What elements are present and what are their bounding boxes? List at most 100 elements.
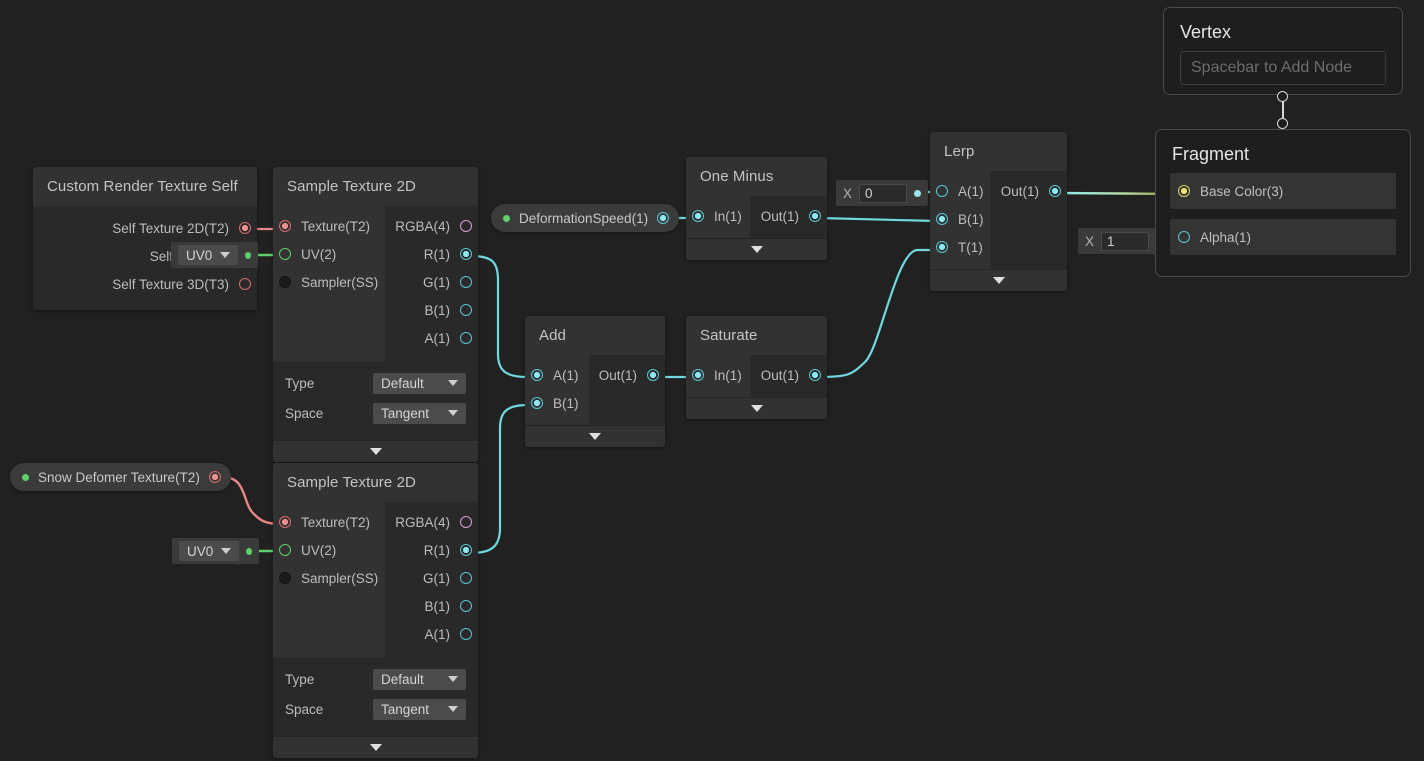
port-dot-icon[interactable] (279, 544, 291, 556)
port-dot-icon[interactable] (460, 248, 472, 260)
collapse-toggle[interactable] (930, 269, 1067, 291)
node-sample-texture-2d-bottom[interactable]: Sample Texture 2D Texture(T2) UV(2) Samp… (273, 463, 478, 758)
collapse-toggle[interactable] (686, 397, 827, 419)
output-port-r[interactable]: R(1) (385, 240, 478, 268)
output-port-g[interactable]: G(1) (385, 564, 478, 592)
port-dot-icon[interactable] (531, 397, 543, 409)
input-port-b[interactable]: B(1) (930, 205, 990, 233)
node-custom-render-texture-self[interactable]: Custom Render Texture Self Self Texture … (33, 167, 257, 310)
output-port-out[interactable]: Out(1) (750, 202, 827, 230)
output-port-out[interactable]: Out(1) (589, 361, 665, 389)
node-sample-texture-2d-top[interactable]: Sample Texture 2D Texture(T2) UV(2) Samp… (273, 167, 478, 462)
port-dot-icon[interactable] (460, 304, 472, 316)
port-dot-icon[interactable] (936, 185, 948, 197)
space-select[interactable]: Tangent (373, 402, 466, 424)
port-dot-icon[interactable] (809, 369, 821, 381)
output-port-r[interactable]: R(1) (385, 536, 478, 564)
output-port-rgba[interactable]: RGBA(4) (385, 212, 478, 240)
property-snow-deformer-texture[interactable]: Snow Defomer Texture(T2) (10, 463, 231, 491)
port-dot-icon[interactable] (460, 276, 472, 288)
value-input[interactable]: 1 (1101, 231, 1150, 251)
input-port-b[interactable]: B(1) (525, 389, 589, 417)
node-saturate[interactable]: Saturate In(1) Out(1) (686, 316, 827, 419)
input-port-texture[interactable]: Texture(T2) (273, 508, 385, 536)
output-port-out[interactable]: Out(1) (990, 177, 1067, 205)
value-box-lerp-a[interactable]: X 0 (836, 180, 929, 206)
port-dot-icon[interactable] (279, 276, 291, 288)
collapse-toggle[interactable] (686, 238, 827, 260)
input-port-uv[interactable]: UV(2) (273, 240, 385, 268)
fragment-slot-alpha[interactable]: Alpha(1) (1170, 219, 1396, 255)
port-dot-icon[interactable] (279, 516, 291, 528)
node-add[interactable]: Add A(1) B(1) Out(1) (525, 316, 665, 447)
value-box-alpha[interactable]: X 1 (1078, 228, 1171, 254)
output-port-g[interactable]: G(1) (385, 268, 478, 296)
port-dot-icon[interactable] (657, 212, 670, 224)
uv-output-dot-icon[interactable] (245, 251, 251, 259)
port-dot-icon[interactable] (279, 572, 291, 584)
port-dot-icon[interactable] (208, 471, 221, 483)
value-input[interactable]: 0 (859, 183, 908, 203)
value-output-dot-icon[interactable] (914, 189, 922, 197)
input-port-sampler[interactable]: Sampler(SS) (273, 268, 385, 296)
port-dot-icon[interactable] (692, 210, 704, 222)
collapse-toggle[interactable] (525, 425, 665, 447)
port-dot-icon[interactable] (460, 572, 472, 584)
input-port-uv[interactable]: UV(2) (273, 536, 385, 564)
uv-select-top[interactable]: UV0 (178, 245, 238, 265)
master-title: Fragment (1172, 144, 1250, 164)
collapse-toggle[interactable] (273, 440, 478, 462)
node-lerp[interactable]: Lerp A(1) B(1) T(1) Out(1) (930, 132, 1067, 291)
node-one-minus[interactable]: One Minus In(1) Out(1) (686, 157, 827, 260)
vertex-add-node-placeholder[interactable]: Spacebar to Add Node (1180, 51, 1386, 85)
input-port-in[interactable]: In(1) (686, 202, 750, 230)
type-select[interactable]: Default (373, 668, 466, 690)
collapse-toggle[interactable] (273, 736, 478, 758)
space-select[interactable]: Tangent (373, 698, 466, 720)
port-dot-icon[interactable] (239, 222, 251, 234)
port-dot-icon[interactable] (460, 220, 472, 232)
input-port-a[interactable]: A(1) (525, 361, 589, 389)
output-port-rgba[interactable]: RGBA(4) (385, 508, 478, 536)
port-dot-icon[interactable] (1049, 185, 1061, 197)
port-dot-icon[interactable] (279, 248, 291, 260)
port-dot-icon[interactable] (460, 516, 472, 528)
port-dot-icon[interactable] (1178, 231, 1190, 243)
node-fragment-master[interactable]: Fragment Base Color(3) Alpha(1) (1155, 129, 1411, 277)
uv-dropdown-top-container[interactable]: UV0 (171, 242, 258, 268)
port-dot-icon[interactable] (531, 369, 543, 381)
input-port-sampler[interactable]: Sampler(SS) (273, 564, 385, 592)
input-port-texture[interactable]: Texture(T2) (273, 212, 385, 240)
port-dot-icon[interactable] (936, 213, 948, 225)
uv-select-bottom[interactable]: UV0 (179, 541, 239, 561)
output-port-out[interactable]: Out(1) (750, 361, 827, 389)
input-port-in[interactable]: In(1) (686, 361, 750, 389)
uv-output-dot-icon[interactable] (246, 547, 252, 555)
fragment-slot-base-color[interactable]: Base Color(3) (1170, 173, 1396, 209)
port-dot-icon[interactable] (1178, 185, 1190, 197)
port-dot-icon[interactable] (809, 210, 821, 222)
uv-dropdown-bottom-container[interactable]: UV0 (172, 538, 259, 564)
port-dot-icon[interactable] (239, 278, 251, 290)
port-dot-icon[interactable] (460, 332, 472, 344)
output-port-self-texture-2d[interactable]: Self Texture 2D(T2) (33, 214, 257, 242)
port-dot-icon[interactable] (460, 628, 472, 640)
port-dot-icon[interactable] (647, 369, 659, 381)
output-port-a[interactable]: A(1) (385, 620, 478, 648)
type-select[interactable]: Default (373, 372, 466, 394)
port-dot-icon[interactable] (692, 369, 704, 381)
node-vertex-master[interactable]: Vertex Spacebar to Add Node (1163, 7, 1403, 95)
port-dot-icon[interactable] (460, 544, 472, 556)
output-port-self-texture-3d[interactable]: Self Texture 3D(T3) (33, 270, 257, 298)
output-port-b[interactable]: B(1) (385, 592, 478, 620)
port-label: Sampler(SS) (301, 274, 379, 290)
port-dot-icon[interactable] (936, 241, 948, 253)
port-dot-icon[interactable] (279, 220, 291, 232)
input-port-t[interactable]: T(1) (930, 233, 990, 261)
port-dot-icon[interactable] (460, 600, 472, 612)
input-port-a[interactable]: A(1) (930, 177, 990, 205)
property-deformation-speed[interactable]: DeformationSpeed(1) (491, 204, 680, 232)
output-port-a[interactable]: A(1) (385, 324, 478, 352)
output-port-b[interactable]: B(1) (385, 296, 478, 324)
